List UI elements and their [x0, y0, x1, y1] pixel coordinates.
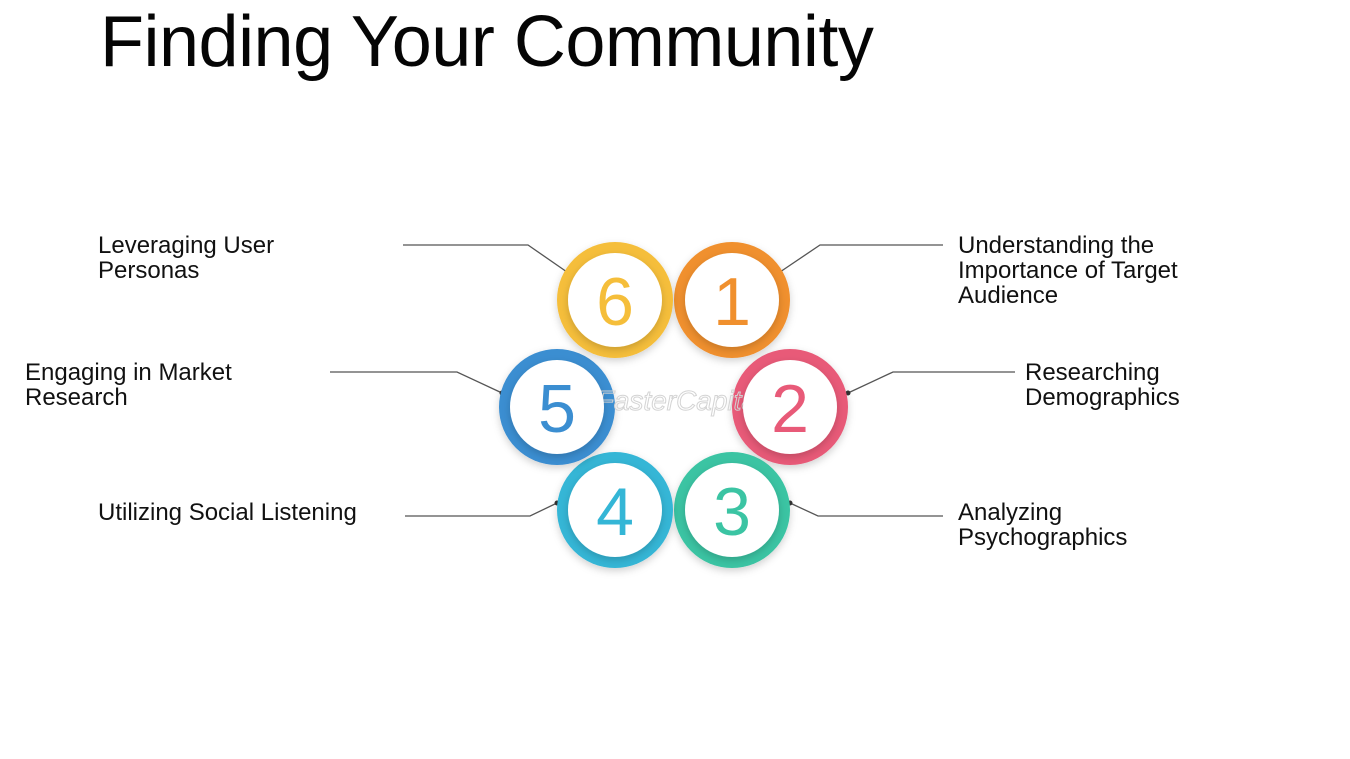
step-6-number: 6 — [596, 264, 634, 340]
step-2-connector-dot — [845, 390, 851, 396]
connector-lines — [330, 244, 1015, 517]
step-3-number: 3 — [713, 474, 751, 550]
step-5-label-line-2: Research — [25, 384, 128, 411]
step-2-label: Researching Demographics — [1025, 360, 1180, 410]
step-3-label-line-2: Psychographics — [958, 524, 1128, 551]
step-2-number: 2 — [771, 371, 809, 447]
step-5-label-line-1: Engaging in Market — [25, 359, 232, 386]
step-3-label-line-1: Analyzing — [958, 499, 1063, 526]
step-2-label-line-2: Demographics — [1025, 384, 1180, 411]
watermark-text: FasterCapital — [597, 385, 764, 416]
step-3-label: Analyzing Psychographics — [958, 500, 1127, 550]
step-6-connector — [403, 244, 568, 273]
step-1-label-line-3: Audience — [958, 282, 1059, 309]
step-1-label: Understanding the Importance of Target A… — [958, 233, 1178, 308]
step-2-label-line-1: Researching — [1025, 359, 1160, 386]
step-1-badge — [685, 253, 779, 347]
step-6-badge — [568, 253, 662, 347]
step-6-label-line-1: Leveraging User — [98, 232, 275, 259]
step-5-number: 5 — [538, 371, 576, 447]
step-1-label-line-2: Importance of Target — [958, 257, 1178, 284]
page-title: Finding Your Community — [100, 2, 874, 82]
step-1-connector — [779, 244, 943, 273]
step-5-badge — [510, 360, 604, 454]
step-6-label-line-2: Personas — [98, 257, 200, 284]
step-5-label: Engaging in Market Research — [25, 360, 232, 410]
step-3-connector — [789, 502, 943, 517]
step-4-connector — [405, 502, 558, 517]
step-4-number: 4 — [596, 474, 634, 550]
step-4-label-line-1: Utilizing Social Listening — [98, 499, 357, 526]
step-5-connector — [330, 371, 503, 394]
step-4-badge — [568, 463, 662, 557]
step-2-badge — [743, 360, 837, 454]
step-6-label: Leveraging User Personas — [98, 233, 274, 283]
step-1-label-line-1: Understanding the — [958, 232, 1155, 259]
step-2-connector — [847, 371, 1015, 394]
step-4-label: Utilizing Social Listening — [98, 500, 357, 525]
step-3-badge — [685, 463, 779, 557]
step-1-number: 1 — [713, 264, 751, 340]
